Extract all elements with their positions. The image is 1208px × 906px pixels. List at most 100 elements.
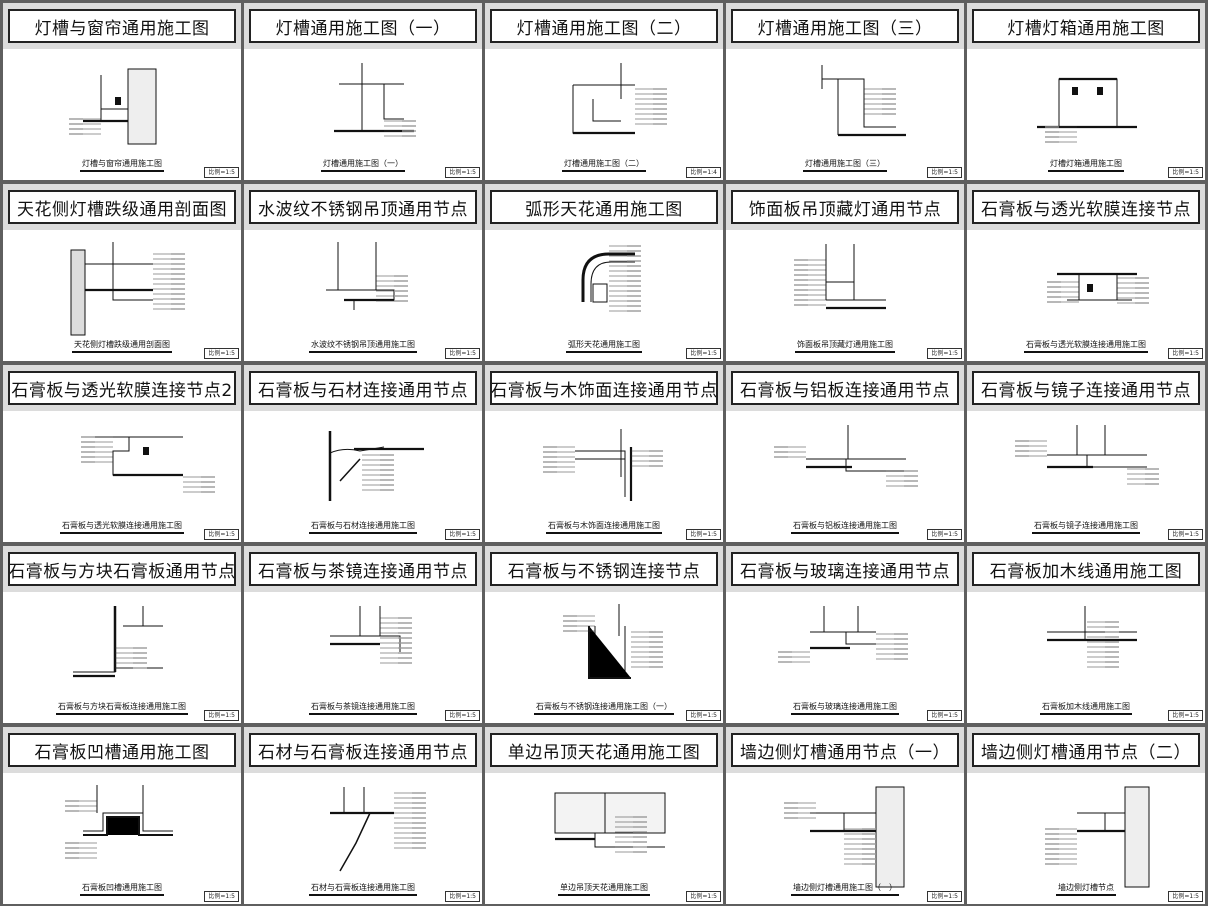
scale-label: 比例=1:5 [927,167,962,178]
detail-drawing-icon [1047,606,1137,668]
detail-card-header: 石膏板与不锈钢连接节点 [485,546,723,592]
detail-drawing: 灯槽通用施工图（二）比例=1:4 [485,49,723,180]
detail-card[interactable]: 石膏板与玻璃连接通用节点石膏板与玻璃连接通用施工图比例=1:5 [726,546,964,723]
detail-card[interactable]: 石膏板与茶镜连接通用节点石膏板与茶镜连接通用施工图比例=1:5 [244,546,482,723]
detail-caption-text: 石膏板加木线通用施工图 [1040,702,1132,715]
scale-label: 比例=1:5 [927,710,962,721]
detail-caption-text: 石膏板与透光软膜连接通用施工图 [60,521,184,534]
scale-label: 比例=1:5 [204,348,239,359]
scale-label: 比例=1:5 [927,529,962,540]
detail-card[interactable]: 石膏板与石材连接通用节点石膏板与石材连接通用施工图比例=1:5 [244,365,482,542]
detail-card[interactable]: 石膏板与木饰面连接通用节点石膏板与木饰面连接通用施工图比例=1:5 [485,365,723,542]
detail-card[interactable]: 灯槽灯箱通用施工图灯槽灯箱通用施工图比例=1:5 [967,3,1205,180]
detail-drawing: 弧形天花通用施工图比例=1:5 [485,230,723,361]
detail-caption: 灯槽灯箱通用施工图 [967,159,1205,172]
detail-drawing-icon [326,242,408,310]
detail-caption: 墙边侧灯槽节点 [967,883,1205,896]
detail-drawing: 石膏板与玻璃连接通用施工图比例=1:5 [726,592,964,723]
detail-card-header: 石膏板与铝板连接通用节点 [726,365,964,411]
detail-title: 天花侧灯槽跌级通用剖面图 [8,190,236,224]
detail-card[interactable]: 饰面板吊顶藏灯通用节点饰面板吊顶藏灯通用施工图比例=1:5 [726,184,964,361]
detail-drawing-icon [581,245,641,312]
detail-caption-text: 石膏板与镜子连接通用施工图 [1032,521,1140,534]
detail-card[interactable]: 灯槽通用施工图（三）灯槽通用施工图（三）比例=1:5 [726,3,964,180]
detail-card[interactable]: 灯槽通用施工图（二）灯槽通用施工图（二）比例=1:4 [485,3,723,180]
detail-drawing-icon [1037,77,1137,143]
scale-label: 比例=1:5 [927,348,962,359]
detail-card[interactable]: 单边吊顶天花通用施工图单边吊顶天花通用施工图比例=1:5 [485,727,723,904]
detail-caption: 水波纹不锈钢吊顶通用施工图 [244,340,482,353]
detail-drawing-icon [794,244,886,310]
detail-caption-text: 弧形天花通用施工图 [566,340,642,353]
detail-drawing: 水波纹不锈钢吊顶通用施工图比例=1:5 [244,230,482,361]
detail-card-header: 灯槽通用施工图（二） [485,3,723,49]
detail-card-header: 灯槽通用施工图（一） [244,3,482,49]
detail-caption-text: 石膏板与茶镜连接通用施工图 [309,702,417,715]
detail-caption: 灯槽通用施工图（二） [485,159,723,172]
detail-card[interactable]: 石膏板与透光软膜连接节点石膏板与透光软膜连接通用施工图比例=1:5 [967,184,1205,361]
detail-caption: 墙边侧灯槽通用施工图（一） [726,883,964,896]
detail-card-header: 石膏板与木饰面连接通用节点 [485,365,723,411]
scale-label: 比例=1:5 [927,891,962,902]
detail-caption-text: 单边吊顶天花通用施工图 [558,883,650,896]
detail-card[interactable]: 灯槽与窗帘通用施工图灯槽与窗帘通用施工图比例=1:5 [3,3,241,180]
scale-label: 比例=1:5 [204,167,239,178]
detail-card[interactable]: 墙边侧灯槽通用节点（二）墙边侧灯槽节点比例=1:5 [967,727,1205,904]
detail-card[interactable]: 石膏板与不锈钢连接节点石膏板与不锈钢连接通用施工图（一）比例=1:5 [485,546,723,723]
detail-caption-text: 灯槽通用施工图（二） [562,159,646,172]
detail-card-header: 弧形天花通用施工图 [485,184,723,230]
detail-card[interactable]: 天花侧灯槽跌级通用剖面图天花侧灯槽跌级通用剖面图比例=1:5 [3,184,241,361]
scale-label: 比例=1:5 [445,529,480,540]
detail-caption-text: 灯槽与窗帘通用施工图 [80,159,164,172]
detail-caption: 石膏板与石材连接通用施工图 [244,521,482,534]
detail-card[interactable]: 石膏板与铝板连接通用节点石膏板与铝板连接通用施工图比例=1:5 [726,365,964,542]
detail-title: 石材与石膏板连接通用节点 [249,733,477,767]
detail-drawing-icon [70,242,185,336]
detail-card[interactable]: 石膏板与镜子连接通用节点石膏板与镜子连接通用施工图比例=1:5 [967,365,1205,542]
detail-card[interactable]: 石膏板凹槽通用施工图石膏板凹槽通用施工图比例=1:5 [3,727,241,904]
detail-card[interactable]: 墙边侧灯槽通用节点（一）墙边侧灯槽通用施工图（一）比例=1:5 [726,727,964,904]
detail-title: 灯槽与窗帘通用施工图 [8,9,236,43]
detail-card[interactable]: 石材与石膏板连接通用节点石材与石膏板连接通用施工图比例=1:5 [244,727,482,904]
detail-card-header: 石膏板与玻璃连接通用节点 [726,546,964,592]
detail-title: 石膏板与透光软膜连接节点 [972,190,1200,224]
detail-title: 石膏板凹槽通用施工图 [8,733,236,767]
scale-label: 比例=1:5 [1168,167,1203,178]
detail-caption-text: 石膏板与透光软膜连接通用施工图 [1024,340,1148,353]
detail-caption: 石膏板与镜子连接通用施工图 [967,521,1205,534]
detail-card-header: 石膏板与透光软膜连接节点 [967,184,1205,230]
detail-card[interactable]: 石膏板与方块石膏板通用节点石膏板与方块石膏板连接通用施工图比例=1:5 [3,546,241,723]
scale-label: 比例=1:5 [445,891,480,902]
detail-drawing-icon [1015,425,1159,485]
detail-drawing: 饰面板吊顶藏灯通用施工图比例=1:5 [726,230,964,361]
detail-drawing: 天花侧灯槽跌级通用剖面图比例=1:5 [3,230,241,361]
detail-caption-text: 石材与石膏板连接通用施工图 [309,883,417,896]
detail-caption-text: 石膏板凹槽通用施工图 [80,883,164,896]
detail-caption: 单边吊顶天花通用施工图 [485,883,723,896]
detail-card[interactable]: 灯槽通用施工图（一） 灯槽通用施工图（一）比例=1:5 [244,3,482,180]
detail-drawing: 灯槽通用施工图（一）比例=1:5 [244,49,482,180]
detail-caption-text: 墙边侧灯槽通用施工图（一） [791,883,899,896]
scale-label: 比例=1:5 [204,891,239,902]
detail-drawing-icon [334,63,416,137]
detail-drawing: 石膏板与茶镜连接通用施工图比例=1:5 [244,592,482,723]
detail-title: 灯槽通用施工图（一） [249,9,477,43]
detail-title: 石膏板与石材连接通用节点 [249,371,477,405]
detail-drawing-icon [330,606,412,664]
scale-label: 比例=1:5 [1168,891,1203,902]
detail-title: 灯槽通用施工图（三） [731,9,959,43]
detail-caption-text: 饰面板吊顶藏灯通用施工图 [795,340,895,353]
detail-caption: 石膏板加木线通用施工图 [967,702,1205,715]
detail-card[interactable]: 石膏板加木线通用施工图石膏板加木线通用施工图比例=1:5 [967,546,1205,723]
scale-label: 比例=1:5 [1168,529,1203,540]
detail-card[interactable]: 弧形天花通用施工图弧形天花通用施工图比例=1:5 [485,184,723,361]
detail-card[interactable]: 水波纹不锈钢吊顶通用节点水波纹不锈钢吊顶通用施工图比例=1:5 [244,184,482,361]
detail-drawing-icon [543,429,663,501]
detail-card-header: 灯槽通用施工图（三） [726,3,964,49]
detail-drawing-icon [73,606,163,678]
scale-label: 比例=1:5 [445,710,480,721]
detail-drawing-icon [81,436,215,493]
scale-label: 比例=1:5 [686,710,721,721]
detail-title: 水波纹不锈钢吊顶通用节点 [249,190,477,224]
